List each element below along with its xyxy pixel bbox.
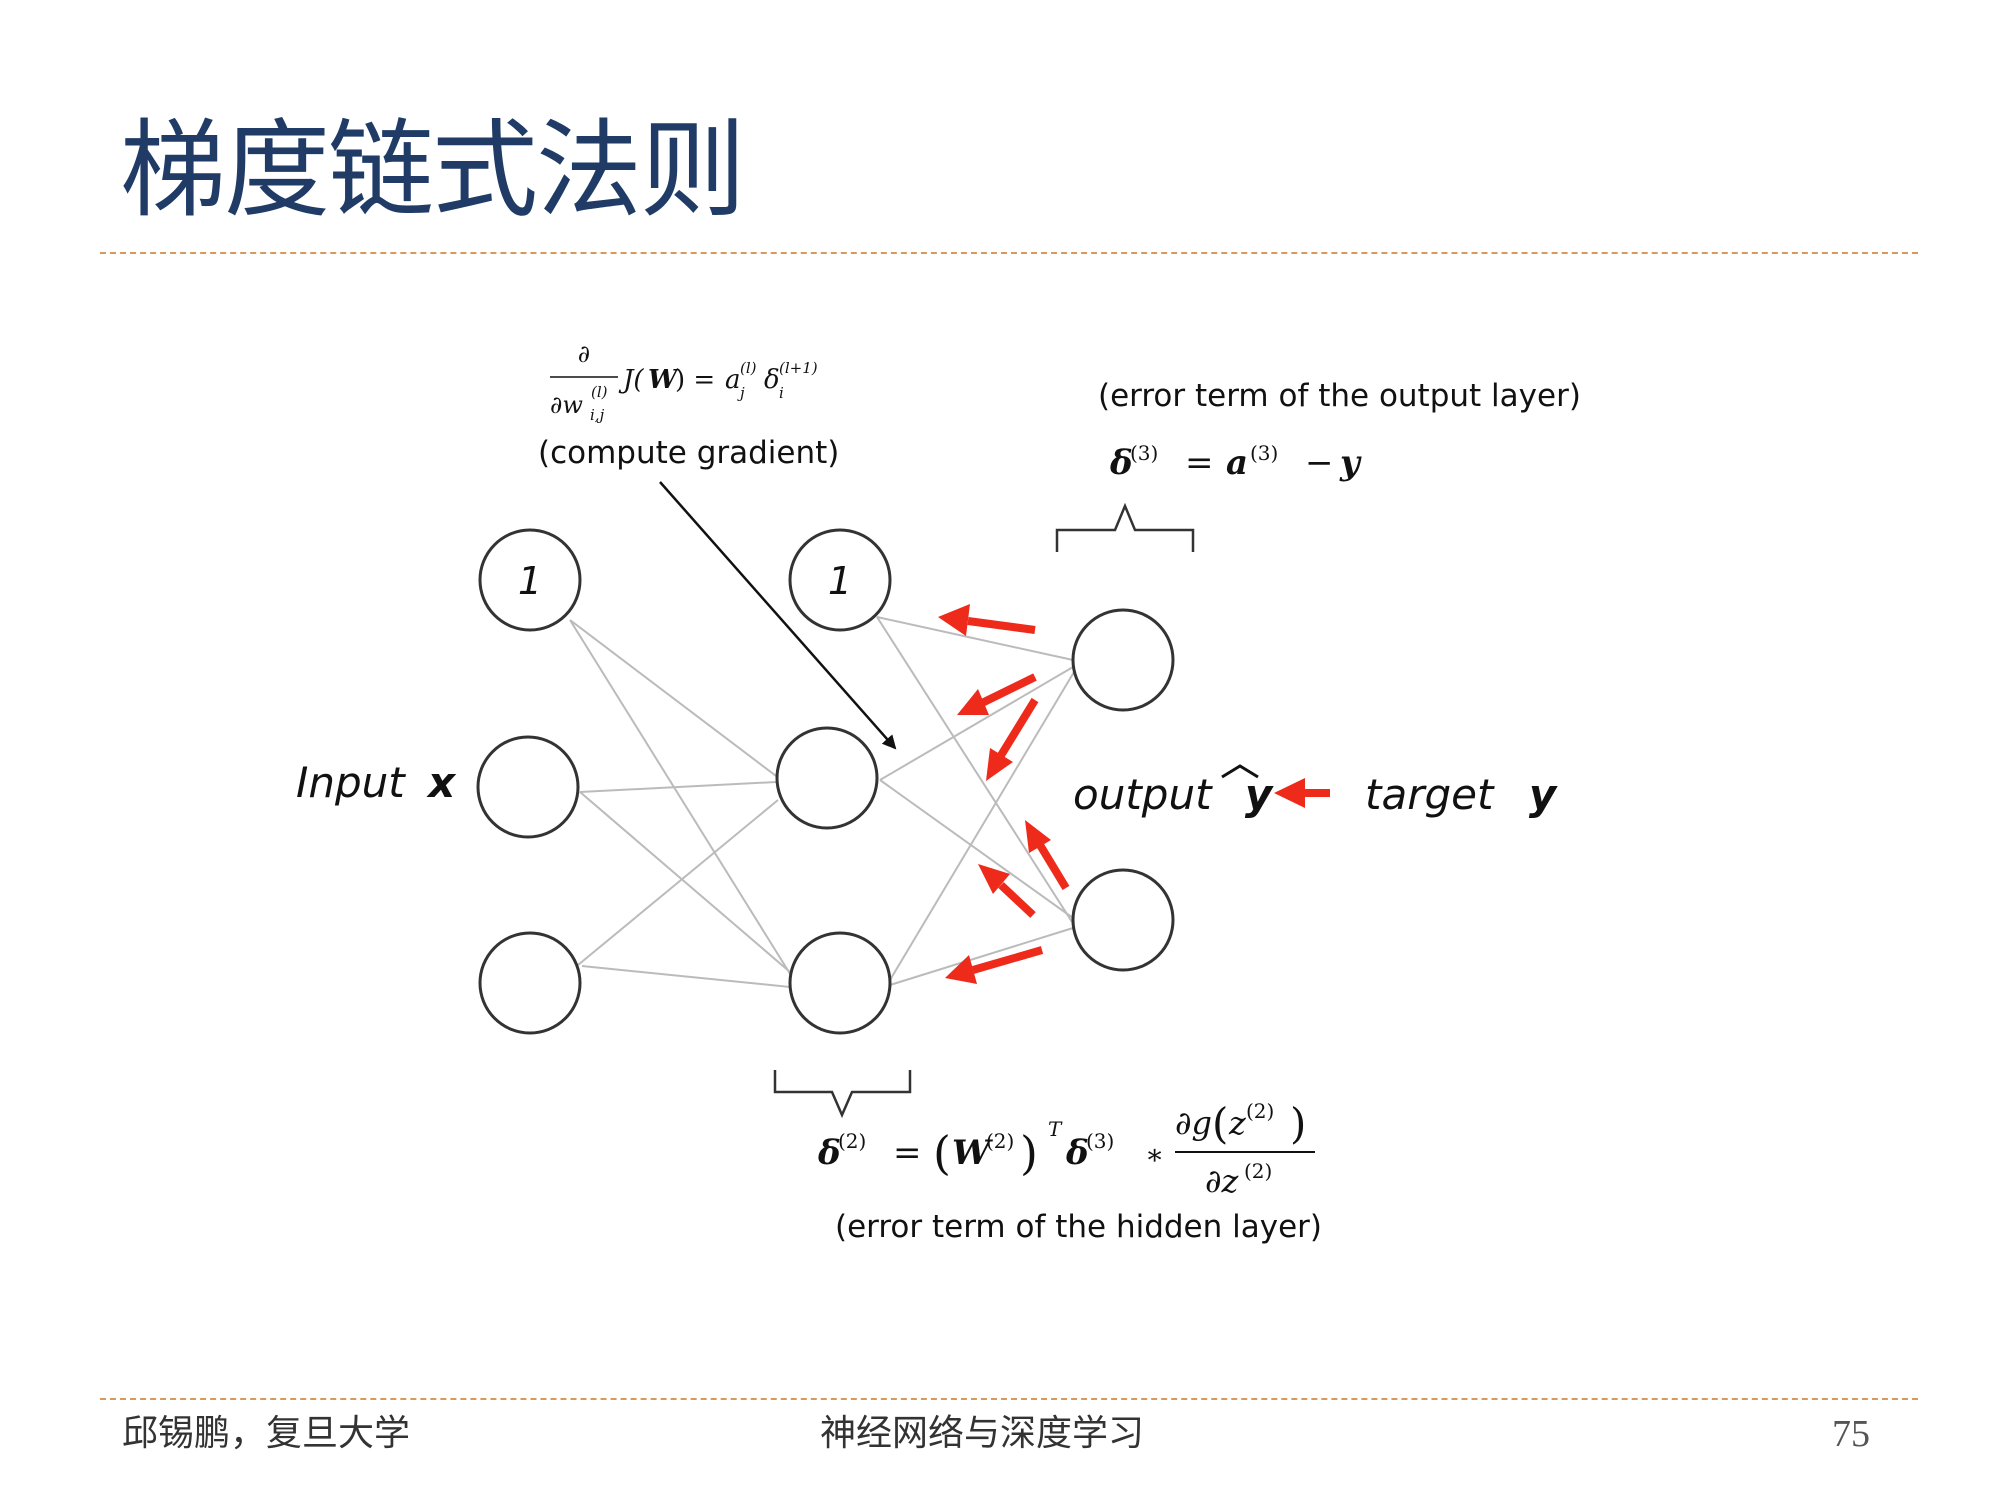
svg-text:∂z: ∂z (1205, 1162, 1240, 1200)
input-node (478, 931, 582, 1035)
title-divider (100, 252, 1918, 254)
edge (579, 781, 777, 793)
svg-text:a: a (725, 365, 741, 395)
svg-text:j: j (737, 384, 745, 402)
page-number: 75 (1832, 1413, 1870, 1455)
red-arrow-icon (1274, 778, 1330, 808)
input-label: Input (296, 758, 406, 807)
svg-text:=: = (1185, 443, 1214, 483)
input-node (476, 735, 580, 839)
red-arrow-icon (957, 673, 1037, 715)
svg-text:): ) (1020, 1126, 1038, 1180)
svg-text:δ: δ (1065, 1133, 1089, 1173)
bias-node (788, 528, 892, 632)
edge (879, 666, 1074, 781)
red-arrow-icon (938, 604, 1036, 636)
svg-text:(l): (l) (740, 359, 757, 377)
output-node (1071, 868, 1175, 972)
svg-text:J(: J( (618, 365, 644, 395)
svg-text:(3): (3) (1086, 1129, 1114, 1153)
edge (876, 616, 1075, 926)
gradient-note: (compute gradient) (538, 435, 839, 471)
red-arrow-icon (978, 864, 1036, 918)
input-label-row: Input x (296, 758, 457, 807)
edge (889, 671, 1075, 981)
hidden-layer (775, 528, 892, 1035)
target-label: target (1365, 770, 1495, 819)
backprop-arrows (938, 604, 1330, 984)
red-arrow-icon (1025, 820, 1070, 891)
bias-label: 1 (518, 559, 542, 603)
svg-text:(2): (2) (838, 1129, 866, 1153)
svg-text:(l+1): (l+1) (779, 359, 818, 377)
output-brace (1055, 502, 1195, 552)
svg-text:a: a (1226, 443, 1248, 483)
edge (569, 619, 789, 786)
svg-text:∂g: ∂g (1175, 1104, 1212, 1142)
footer-author: 邱锡鹏，复旦大学 (122, 1413, 411, 1454)
footer-course: 神经网络与深度学习 (820, 1413, 1145, 1454)
hidden-node (788, 931, 892, 1035)
edge (579, 791, 791, 973)
svg-text:δ: δ (817, 1133, 841, 1173)
svg-text:∗: ∗ (1145, 1138, 1164, 1171)
hidden-node (775, 726, 879, 830)
svg-text:(: ( (933, 1126, 951, 1180)
hat-icon (1221, 764, 1259, 779)
hidden-brace (773, 1070, 912, 1119)
red-arrow-icon (945, 946, 1044, 984)
edge (876, 616, 1074, 661)
gradient-formula: ∂ ∂w (l) i,j J( W ) = a (l) j δ (l+1) i (550, 340, 818, 424)
bias-node (478, 528, 582, 632)
svg-text:) =: ) = (675, 365, 715, 395)
svg-text:(2): (2) (1244, 1159, 1272, 1183)
output-node (1071, 608, 1175, 712)
svg-text:(2): (2) (1246, 1099, 1274, 1123)
network-edges (569, 616, 1075, 988)
svg-text:z: z (1228, 1104, 1247, 1142)
output-error-note: (error term of the output layer) (1098, 378, 1581, 414)
edge (569, 619, 798, 986)
footer-divider (100, 1398, 1918, 1400)
output-layer (1071, 608, 1175, 972)
svg-text:∂: ∂ (578, 340, 590, 368)
svg-text:(2): (2) (986, 1129, 1014, 1153)
svg-text:(l): (l) (591, 383, 608, 401)
svg-text:): ) (1290, 1099, 1306, 1148)
hidden-error-note: (error term of the hidden layer) (835, 1209, 1322, 1245)
svg-text:δ: δ (764, 365, 780, 395)
target-var: y (1529, 770, 1558, 819)
output-delta-formula: δ (3) = a (3) − y (1109, 441, 1362, 483)
input-var: x (426, 758, 457, 807)
svg-text:−: − (1305, 443, 1334, 483)
svg-text:(3): (3) (1130, 441, 1158, 465)
bias-label: 1 (828, 559, 852, 603)
edge (879, 779, 1074, 919)
target-label-row: target y (1365, 770, 1558, 819)
output-var: y (1245, 770, 1274, 819)
hidden-delta-formula: δ (2) = ( W (2) ) T δ (3) ∗ ∂g ( z (2) )… (817, 1099, 1315, 1200)
svg-text:y: y (1339, 443, 1362, 483)
svg-text:W: W (648, 365, 680, 395)
svg-text:(: ( (1212, 1099, 1228, 1148)
svg-text:∂w: ∂w (550, 391, 583, 419)
gradient-pointer (659, 481, 897, 750)
svg-text:=: = (893, 1133, 922, 1173)
red-arrow-icon (986, 697, 1039, 781)
svg-text:i,j: i,j (590, 406, 605, 424)
svg-text:T: T (1048, 1117, 1063, 1141)
svg-text:i: i (779, 384, 784, 402)
edge (577, 799, 779, 966)
svg-text:W: W (952, 1133, 993, 1173)
slide-title: 梯度链式法则 (120, 109, 746, 232)
output-label: output (1073, 770, 1213, 819)
edge (581, 965, 791, 988)
svg-text:δ: δ (1109, 443, 1133, 483)
svg-text:(3): (3) (1250, 441, 1278, 465)
output-label-row: output y (1073, 770, 1274, 819)
edge (889, 927, 1074, 986)
input-layer (476, 528, 582, 1035)
